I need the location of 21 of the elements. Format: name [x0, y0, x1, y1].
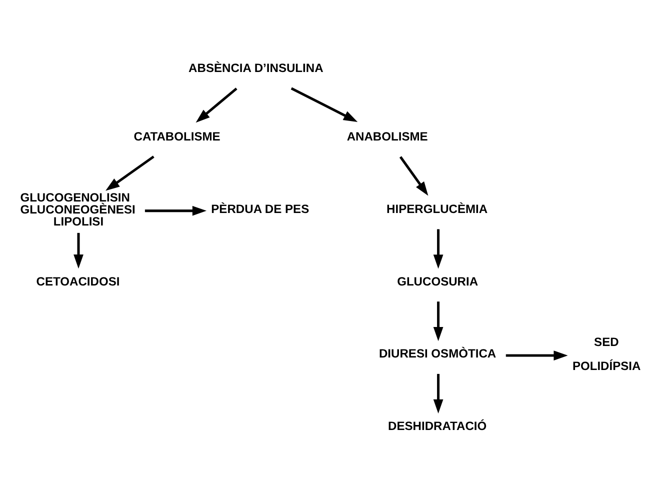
arrow: [74, 232, 84, 268]
node-text: GLUCOSURIA: [397, 274, 478, 288]
arrow: [433, 301, 444, 341]
arrow: [399, 156, 428, 196]
node-text: SED POLIDÍPSIA: [572, 334, 641, 373]
node-text: GLUCOGENOLISIN GLUCONEOGÈNESI LIPOLISI: [20, 190, 136, 228]
node-text: CATABOLISME: [134, 129, 220, 144]
arrow: [144, 205, 207, 216]
node-text: DESHIDRATACIÓ: [388, 418, 487, 432]
arrow: [106, 155, 154, 190]
node-text: CETOACIDOSI: [36, 274, 120, 288]
node-text: PÈRDUA DE PES: [211, 201, 310, 216]
arrow: [433, 373, 444, 413]
node-text: ABSÈNCIA D’INSULINA: [188, 60, 324, 75]
node-text: DIURESI OSMÒTICA: [378, 346, 496, 360]
node-text: HIPERGLUCÈMIA: [386, 201, 488, 216]
arrow: [506, 350, 568, 360]
arrow: [290, 86, 358, 122]
arrow: [433, 228, 444, 268]
node-text: ANABOLISME: [346, 129, 428, 144]
arrow: [196, 87, 238, 122]
